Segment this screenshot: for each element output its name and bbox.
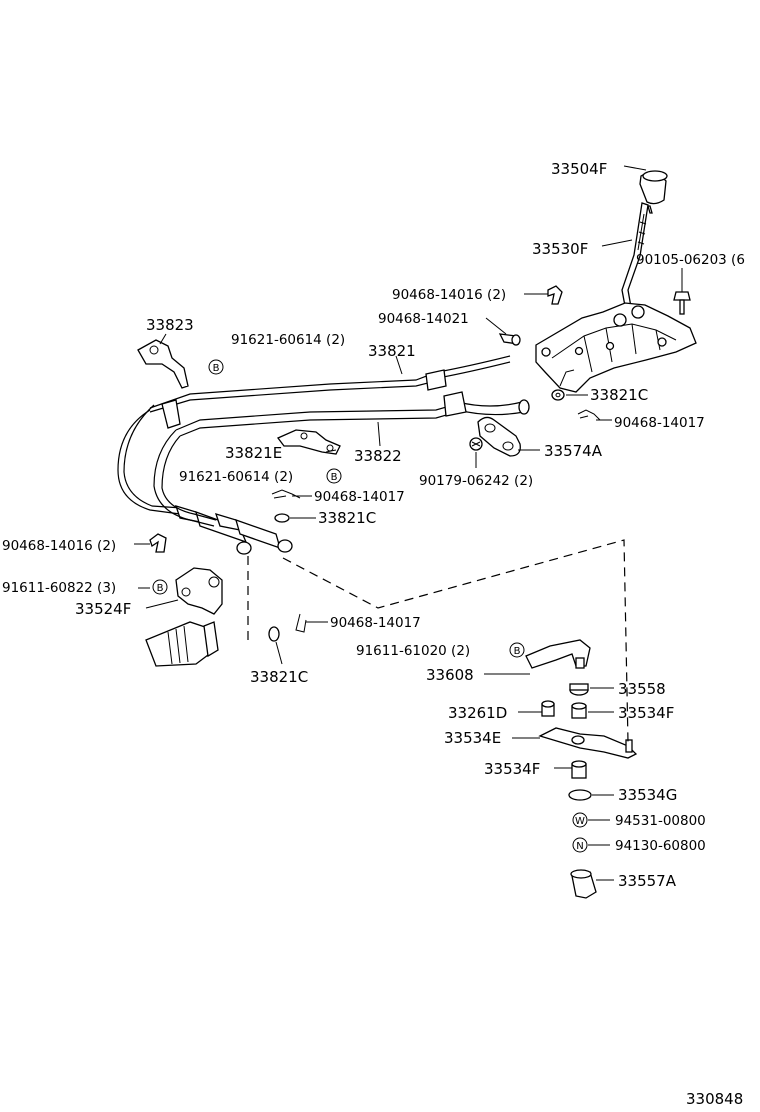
washer-33821C-lower <box>268 626 280 642</box>
label-33821E: 33821E <box>225 444 282 462</box>
label-33504F: 33504F <box>551 160 607 178</box>
label-33574A: 33574A <box>544 442 603 460</box>
label-94130-60800: 94130-60800 <box>615 838 706 854</box>
pin-90468-14021 <box>498 333 521 346</box>
label-91621-60614-middle: 91621-60614 (2) <box>179 469 293 485</box>
svg-text:B: B <box>157 583 164 594</box>
label-33823: 33823 <box>146 316 194 334</box>
svg-text:W: W <box>575 816 585 827</box>
clip-90468-14017-lower <box>295 613 307 633</box>
label-33821C-lower: 33821C <box>250 668 308 686</box>
label-33558: 33558 <box>618 680 666 698</box>
clip-90468-14016-upper <box>547 285 563 305</box>
label-90105-06203: 90105-06203 (6 <box>636 252 745 268</box>
mark-n-94130: N <box>572 837 588 853</box>
label-90468-14017-lower: 90468-14017 <box>330 615 421 631</box>
transmission-shaft <box>145 621 219 667</box>
bushing-33534G <box>568 789 592 801</box>
bolt-90105 <box>673 291 691 315</box>
label-90468-14017-middle: 90468-14017 <box>314 489 405 505</box>
label-33822: 33822 <box>354 447 402 465</box>
label-33557A: 33557A <box>618 872 677 890</box>
mark-b-91621-middle: B <box>326 468 342 484</box>
label-33608: 33608 <box>426 666 474 684</box>
washer-33821C-upper <box>551 389 565 401</box>
bracket-33524F <box>175 567 223 615</box>
label-91611-60822: 91611-60822 (3) <box>2 580 116 596</box>
select-cable-33822 <box>153 391 530 553</box>
label-33821C-middle: 33821C <box>318 509 376 527</box>
washer-33821C-middle <box>274 513 290 523</box>
assembly-dashed-lines <box>247 539 629 743</box>
leader-lines <box>134 165 683 881</box>
label-33534F-lower: 33534F <box>484 760 540 778</box>
mark-b-91611-61020: B <box>509 642 525 658</box>
mark-w-94531: W <box>572 812 588 828</box>
bolt-90179 <box>469 437 483 451</box>
bushing-33534F-lower <box>571 760 587 779</box>
mark-b-91611-60822: B <box>152 579 168 595</box>
label-90468-14016-lower: 90468-14016 (2) <box>2 538 116 554</box>
clip-90468-14016-lower <box>149 533 167 553</box>
figure-number: 330848 <box>686 1090 743 1108</box>
bracket-33823 <box>137 339 189 389</box>
shift-cable-33821 <box>117 355 511 555</box>
part-labels: 33504F 33530F 90105-06203 (6 90468-14016… <box>2 160 745 890</box>
knob-33557A <box>570 869 597 899</box>
label-90468-14016-upper: 90468-14016 (2) <box>392 287 506 303</box>
label-91611-61020: 91611-61020 (2) <box>356 643 470 659</box>
svg-text:B: B <box>331 472 338 483</box>
label-33534E: 33534E <box>444 729 501 747</box>
label-90179-06242: 90179-06242 (2) <box>419 473 533 489</box>
lever-33534E <box>538 727 638 759</box>
label-33821C-upper: 33821C <box>590 386 648 404</box>
label-33261D: 33261D <box>448 704 507 722</box>
label-33530F: 33530F <box>532 240 588 258</box>
label-33821: 33821 <box>368 342 416 360</box>
svg-text:N: N <box>576 841 583 852</box>
label-33534G: 33534G <box>618 786 677 804</box>
label-90468-14017-upper: 90468-14017 <box>614 415 705 431</box>
mark-b-91621-upper: B <box>208 359 224 375</box>
label-94531-00800: 94531-00800 <box>615 813 706 829</box>
bracket-33574A <box>477 416 521 457</box>
shift-lever-housing <box>535 302 697 393</box>
bracket-33821E <box>276 429 341 455</box>
clip-90468-14017-upper <box>577 409 601 421</box>
label-33534F-upper: 33534F <box>618 704 674 722</box>
lever-33608 <box>525 639 591 669</box>
label-90468-14021: 90468-14021 <box>378 311 469 327</box>
bushing-33534F-upper <box>571 702 587 719</box>
svg-text:B: B <box>213 363 220 374</box>
svg-text:B: B <box>514 646 521 657</box>
shift-knob <box>639 170 668 205</box>
clip-90468-14017-middle <box>271 489 301 499</box>
bushing-33558 <box>569 683 589 696</box>
bushing-33261D <box>541 700 555 717</box>
label-33524F: 33524F <box>75 600 131 618</box>
label-91621-60614-upper: 91621-60614 (2) <box>231 332 345 348</box>
